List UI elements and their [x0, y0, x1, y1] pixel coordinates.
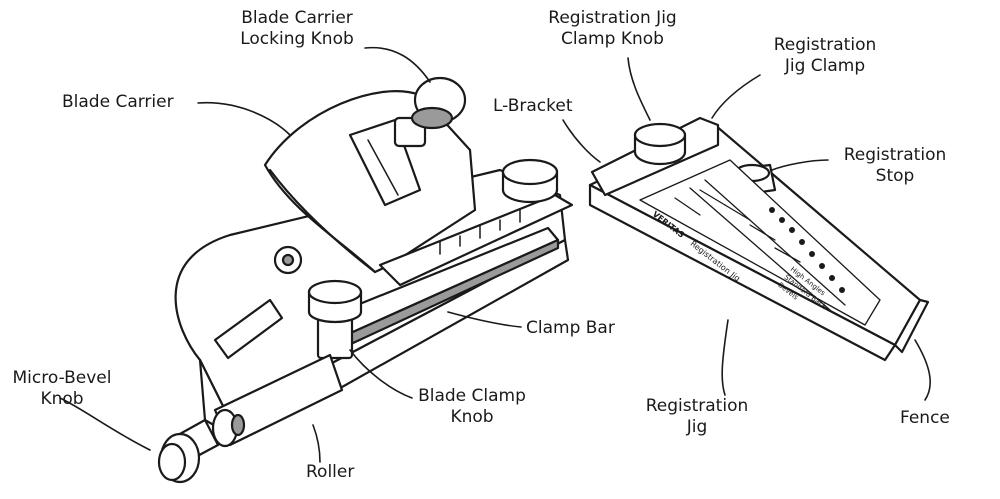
leader-blade-carrier-locking-knob	[364, 46, 431, 83]
leader-l-bracket	[562, 119, 601, 163]
leader-clamp-bar	[447, 311, 522, 328]
body-slot	[213, 298, 284, 360]
leader-registration-stop	[771, 159, 829, 171]
label-registration-jig: Registration Jig	[645, 396, 749, 437]
leader-blade-clamp-knob	[349, 349, 413, 399]
leader-registration-jig-clamp-knob	[627, 57, 651, 121]
micro-bevel-knob	[157, 418, 220, 484]
fence	[893, 298, 930, 354]
leader-registration-jig-clamp	[711, 74, 761, 119]
label-registration-jig-clamp: Registration Jig Clamp	[773, 35, 877, 76]
label-clamp-bar: Clamp Bar	[526, 318, 615, 338]
label-blade-carrier: Blade Carrier	[62, 92, 174, 112]
label-registration-stop: Registration Stop	[843, 145, 947, 186]
label-micro-bevel-knob: Micro-Bevel Knob	[12, 368, 112, 409]
label-fence: Fence	[900, 408, 950, 428]
leader-lines	[59, 46, 931, 463]
leader-roller	[312, 424, 321, 463]
honing-guide	[157, 76, 574, 484]
leader-blade-carrier	[197, 101, 291, 136]
blade-carrier-locking-knob	[393, 76, 467, 148]
registration-jig-clamp-knob	[633, 122, 687, 166]
label-l-bracket: L-Bracket	[493, 96, 573, 116]
roller	[211, 353, 344, 448]
label-roller: Roller	[306, 462, 355, 482]
leader-micro-bevel-knob	[59, 397, 151, 451]
leader-fence	[914, 339, 931, 401]
label-registration-jig-clamp-knob: Registration Jig Clamp Knob	[548, 8, 677, 49]
leader-registration-jig	[721, 319, 729, 396]
rail-knob	[501, 158, 559, 204]
label-blade-clamp-knob: Blade Clamp Knob	[418, 386, 526, 427]
registration-jig-drawing	[588, 116, 930, 362]
scale-rail	[378, 193, 574, 287]
label-blade-carrier-locking-knob: Blade Carrier Locking Knob	[240, 8, 354, 49]
blade-clamp-knob	[307, 279, 363, 360]
